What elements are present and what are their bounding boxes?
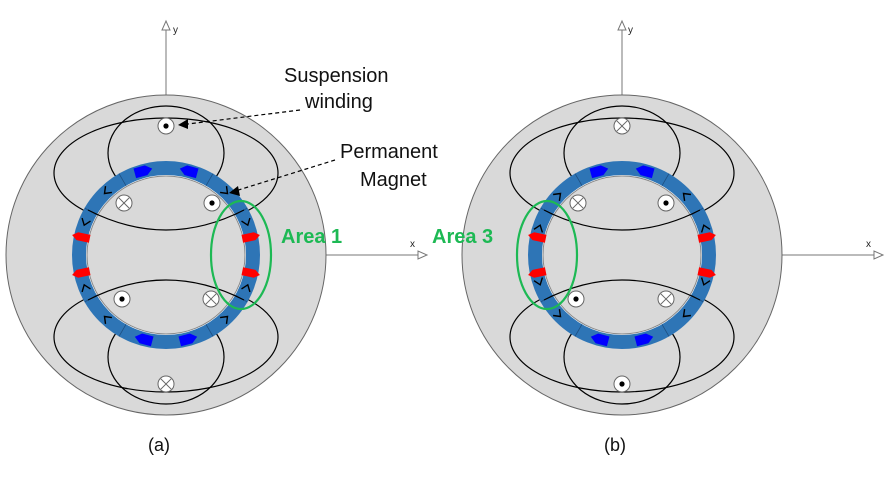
conductor-cross-line bbox=[118, 197, 130, 209]
radial-pole-arrow-icon bbox=[528, 232, 547, 243]
permanent-magnet-ring bbox=[528, 161, 716, 349]
dot-in-circle-icon bbox=[113, 290, 131, 308]
tangential-pole-arrow-icon bbox=[134, 333, 154, 347]
conductor-cross-line bbox=[160, 378, 172, 390]
flux-line-arc bbox=[87, 209, 245, 231]
magnet-segment-boundary bbox=[205, 173, 214, 186]
chevron-arrow-icon bbox=[682, 192, 691, 202]
dot-in-circle-icon bbox=[657, 194, 675, 212]
conductor-dot bbox=[163, 123, 169, 129]
magnet-segment-boundary bbox=[118, 173, 127, 186]
x-axis-label-a: x bbox=[410, 239, 415, 250]
area-highlight-ellipse bbox=[515, 199, 579, 311]
x-axis-arrowhead bbox=[417, 250, 429, 260]
chevron-arrow-icon bbox=[682, 308, 691, 318]
cross-in-circle-icon bbox=[569, 194, 587, 212]
y-axis-label-b: y bbox=[628, 25, 633, 36]
radial-pole-arrow-icon bbox=[72, 267, 91, 278]
conductor-dot bbox=[573, 296, 579, 302]
permanent-magnet-label-line2: Magnet bbox=[360, 169, 427, 191]
chevron-arrow-icon bbox=[241, 283, 251, 293]
dot-in-circle-icon bbox=[157, 117, 175, 135]
chevron-arrow-icon bbox=[241, 217, 251, 227]
cross-in-circle-icon bbox=[115, 194, 133, 212]
magnet-segment-boundary bbox=[661, 173, 670, 186]
diagram-a bbox=[5, 19, 429, 416]
cross-in-circle-icon bbox=[613, 117, 631, 135]
tangential-pole-arrow-icon bbox=[589, 165, 609, 179]
diagram-b bbox=[461, 19, 885, 416]
x-axis-arrowhead bbox=[873, 250, 885, 260]
chevron-arrow-icon bbox=[219, 186, 229, 195]
radial-pole-arrow-icon bbox=[697, 232, 716, 243]
chevron-arrow-icon bbox=[103, 315, 113, 324]
conductor-cross-line bbox=[616, 120, 628, 132]
tangential-pole-arrow-icon bbox=[635, 165, 655, 179]
magnet-segment-boundary bbox=[205, 324, 214, 337]
conductor-cross-line bbox=[205, 293, 217, 305]
dot-in-circle-icon bbox=[567, 290, 585, 308]
chevron-arrow-icon bbox=[103, 186, 113, 195]
x-axis-label-b: x bbox=[866, 239, 871, 250]
chevron-arrow-icon bbox=[700, 224, 711, 233]
rotor-core bbox=[542, 175, 702, 335]
area-3-label: Area 3 bbox=[432, 226, 493, 248]
tangential-pole-arrow-icon bbox=[179, 165, 199, 179]
suspension-callout-line bbox=[179, 109, 301, 126]
caption-b: (b) bbox=[604, 435, 626, 455]
cross-in-circle-icon bbox=[657, 290, 675, 308]
chevron-arrow-icon bbox=[553, 192, 562, 202]
suspension-winding-label-line1: Suspension bbox=[284, 65, 389, 87]
flux-line-arc bbox=[87, 279, 245, 301]
tangential-pole-arrow-icon bbox=[634, 333, 654, 347]
cross-in-circle-icon bbox=[202, 290, 220, 308]
magnet-segment-boundary bbox=[118, 324, 127, 337]
suspension-winding-label-line2: winding bbox=[304, 91, 373, 113]
radial-pole-arrow-icon bbox=[241, 232, 260, 243]
rotor-core bbox=[86, 175, 246, 335]
conductor-dot bbox=[209, 200, 215, 206]
flux-line-arc bbox=[543, 279, 701, 301]
tangential-pole-arrow-icon bbox=[178, 333, 198, 347]
conductor-dot bbox=[119, 296, 125, 302]
conductor-cross-line bbox=[660, 293, 672, 305]
chevron-arrow-icon bbox=[700, 277, 711, 286]
flux-line-arc bbox=[543, 209, 701, 231]
magnet-segment-boundary bbox=[574, 324, 583, 337]
conductor-cross-line bbox=[572, 197, 584, 209]
radial-pole-arrow-icon bbox=[72, 232, 91, 243]
y-axis-label-a: y bbox=[173, 25, 178, 36]
dot-in-circle-icon bbox=[203, 194, 221, 212]
area-1-label: Area 1 bbox=[281, 226, 342, 248]
tangential-pole-arrow-icon bbox=[133, 165, 153, 179]
magnet-segment-boundary bbox=[574, 173, 583, 186]
radial-pole-arrow-icon bbox=[528, 267, 547, 278]
chevron-arrow-icon bbox=[81, 217, 91, 227]
chevron-arrow-icon bbox=[533, 224, 544, 233]
y-axis-arrowhead bbox=[617, 19, 627, 31]
area-highlight-ellipse bbox=[209, 199, 273, 311]
permanent-magnet-ring bbox=[72, 161, 260, 349]
magnet-callout-arrowhead-icon bbox=[229, 186, 240, 196]
y-axis-arrowhead bbox=[161, 19, 171, 31]
chevron-arrow-icon bbox=[533, 277, 544, 286]
radial-pole-arrow-icon bbox=[241, 267, 260, 278]
conductor-dot bbox=[619, 381, 625, 387]
permanent-magnet-label-line1: Permanent bbox=[340, 141, 438, 163]
magnet-callout-line bbox=[231, 159, 336, 193]
chevron-arrow-icon bbox=[553, 308, 562, 318]
conductor-dot bbox=[663, 200, 669, 206]
radial-pole-arrow-icon bbox=[697, 267, 716, 278]
cross-in-circle-icon bbox=[157, 375, 175, 393]
suspension-callout-arrowhead-icon bbox=[178, 119, 188, 129]
chevron-arrow-icon bbox=[219, 315, 229, 324]
caption-a: (a) bbox=[148, 435, 170, 455]
magnet-segment-boundary bbox=[661, 324, 670, 337]
dot-in-circle-icon bbox=[613, 375, 631, 393]
tangential-pole-arrow-icon bbox=[590, 333, 610, 347]
chevron-arrow-icon bbox=[81, 283, 91, 293]
